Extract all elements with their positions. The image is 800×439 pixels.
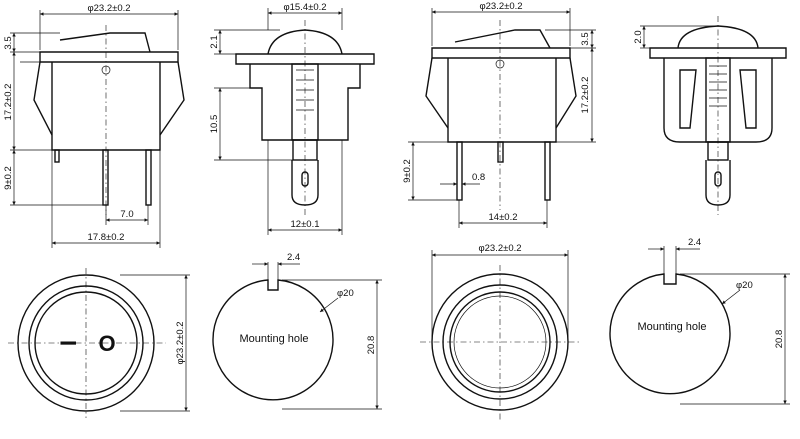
off-symbol: I bbox=[56, 340, 81, 346]
on-symbol: O bbox=[98, 331, 115, 356]
front-view-rocker: φ23.2±0.2 3.5 17.2±0.2 9±0.2 7.0 17.8±0.… bbox=[3, 3, 185, 248]
dim-bottom-width: 17.8±0.2 bbox=[88, 232, 125, 243]
dim-bottom-width-2: 14±0.2 bbox=[489, 212, 518, 223]
side-view-rocker: φ15.4±0.2 2.1 10.5 12±0.1 bbox=[209, 2, 375, 235]
dim-top-dia-2: φ23.2±0.2 bbox=[478, 243, 521, 254]
dim-notch-2: 2.4 bbox=[688, 237, 701, 248]
mounting-hole-1: 2.4 φ20 Mounting hole 20.8 bbox=[212, 252, 382, 410]
front-view-round: φ23.2±0.2 3.5 17.2±0.2 9±0.2 0.8 14±0.2 bbox=[402, 1, 596, 228]
dim-pin-height: 9±0.2 bbox=[3, 166, 14, 190]
top-view-io: I O φ23.2±0.2 bbox=[8, 268, 190, 418]
dim-pin-width: 0.8 bbox=[472, 172, 485, 183]
dim-dome-dia: φ15.4±0.2 bbox=[283, 2, 326, 13]
dim-base-width: 12±0.1 bbox=[291, 219, 320, 230]
dim-pin-height-2: 9±0.2 bbox=[402, 159, 413, 183]
mounting-hole-label: Mounting hole bbox=[239, 333, 308, 345]
dim-top-dia: φ23.2±0.2 bbox=[175, 321, 186, 364]
dim-dome-height-2: 2.0 bbox=[633, 30, 644, 43]
side-view-round: 2.0 bbox=[633, 16, 787, 215]
dim-top-width-2: φ23.2±0.2 bbox=[479, 1, 522, 12]
dim-body-height: 17.2±0.2 bbox=[3, 84, 14, 121]
dim-rocker-height-2: 3.5 bbox=[580, 32, 591, 45]
dim-rocker-height: 3.5 bbox=[3, 36, 14, 49]
dim-body-height-2: 17.2±0.2 bbox=[580, 77, 591, 114]
dim-hole-dia-2: φ20 bbox=[736, 280, 753, 291]
top-view-plain: φ23.2±0.2 bbox=[420, 243, 580, 420]
dim-dome-height: 2.1 bbox=[209, 35, 220, 48]
dim-notch: 2.4 bbox=[287, 252, 300, 263]
dim-mid-height: 10.5 bbox=[209, 115, 220, 134]
mounting-hole-2: 2.4 φ20 Mounting hole 20.8 bbox=[609, 237, 790, 405]
dim-top-width: φ23.2±0.2 bbox=[87, 3, 130, 14]
dim-pin-pitch: 7.0 bbox=[120, 209, 133, 220]
dim-hole-height-2: 20.8 bbox=[774, 330, 785, 349]
dim-hole-dia: φ20 bbox=[337, 288, 354, 299]
mounting-hole-label-2: Mounting hole bbox=[637, 321, 706, 333]
dim-hole-height: 20.8 bbox=[366, 336, 377, 355]
